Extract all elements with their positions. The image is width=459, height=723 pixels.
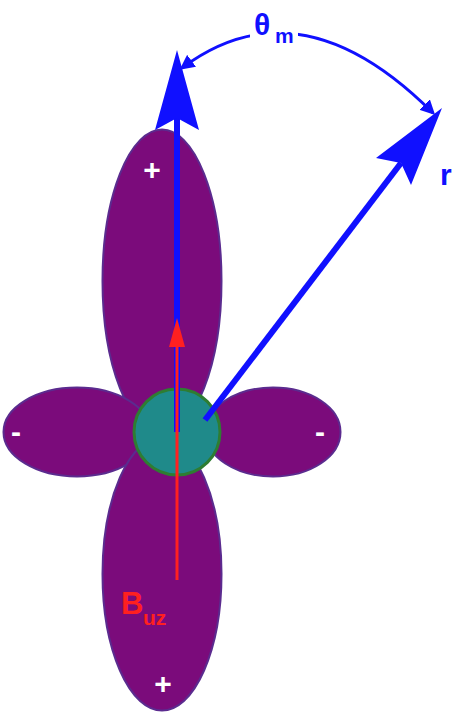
- sign-label: -: [315, 417, 325, 447]
- lobe-ellipse: [103, 438, 222, 711]
- angle-arc: [182, 33, 433, 113]
- lobe-shape: [101, 128, 223, 434]
- vector-label: r: [440, 160, 452, 190]
- lobe-ellipse: [103, 130, 222, 433]
- sign-label: +: [143, 155, 161, 185]
- field-arrow: [176, 344, 179, 580]
- field-subscript: uz: [143, 607, 166, 628]
- field-symbol: B: [121, 588, 143, 619]
- lobe-ellipse: [206, 388, 341, 477]
- right-lobe: -: [204, 386, 342, 478]
- field-arrowhead: [169, 318, 185, 347]
- r-vector: [205, 163, 401, 420]
- sign-label: -: [11, 417, 21, 447]
- top-lobe: +: [101, 128, 223, 434]
- angle-subscript: m: [271, 22, 298, 49]
- r-arrowhead: [376, 108, 442, 185]
- bottom-lobe: +: [101, 436, 223, 712]
- sign-label: +: [154, 669, 172, 699]
